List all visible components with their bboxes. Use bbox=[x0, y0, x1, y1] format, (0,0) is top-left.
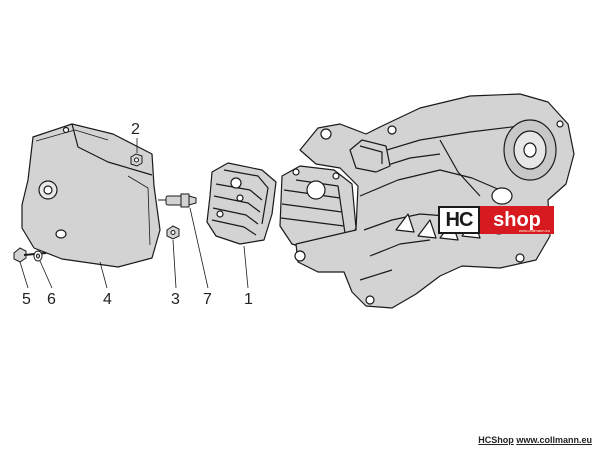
hcshop-logo: HC shop www.collmann.eu bbox=[438, 206, 554, 234]
callout-2: 2 bbox=[131, 121, 140, 138]
nut-part-2 bbox=[130, 153, 143, 167]
callout-4: 4 bbox=[103, 291, 112, 308]
nut-part-3 bbox=[166, 225, 180, 240]
spark-plug-part bbox=[158, 193, 197, 208]
footer-credit: HCShop www.collmann.eu bbox=[478, 435, 592, 445]
logo-shop-text: shop www.collmann.eu bbox=[480, 206, 554, 234]
leader-lines bbox=[19, 138, 249, 289]
logo-hc-text: HC bbox=[438, 206, 480, 234]
footer-site: www.collmann.eu bbox=[516, 435, 592, 445]
screw-washer-parts bbox=[13, 247, 47, 263]
callout-3: 3 bbox=[171, 291, 180, 308]
logo-tagline: www.collmann.eu bbox=[518, 228, 550, 233]
callout-1: 1 bbox=[244, 291, 253, 308]
head-cover-part bbox=[21, 123, 161, 268]
logo-shop-word: shop bbox=[493, 208, 541, 231]
callout-6: 6 bbox=[47, 291, 56, 308]
cylinder-head-part bbox=[206, 162, 277, 245]
callout-7: 7 bbox=[203, 291, 212, 308]
engine-crankcase bbox=[279, 93, 575, 309]
callout-5: 5 bbox=[22, 291, 31, 308]
footer-brand: HCShop bbox=[478, 435, 514, 445]
